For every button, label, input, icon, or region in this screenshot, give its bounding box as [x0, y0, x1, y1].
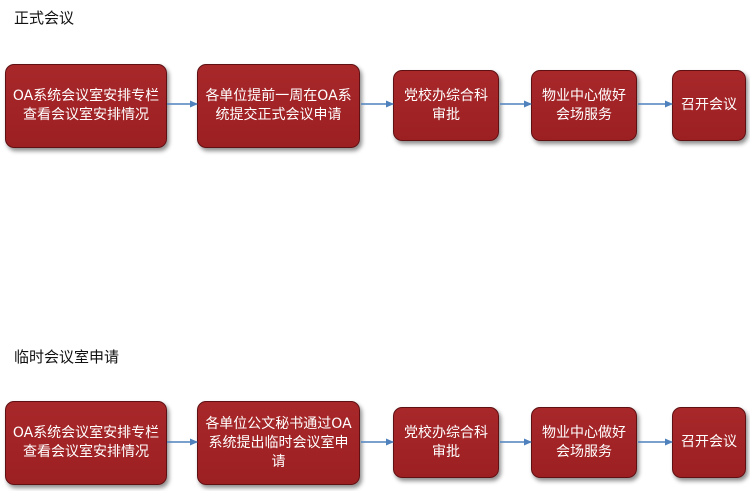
- flow-step-office-approval: 党校办综合科审批: [393, 70, 499, 141]
- flow-step-office-approval: 党校办综合科审批: [393, 407, 499, 478]
- flow-step-hold-meeting: 召开会议: [672, 407, 746, 478]
- flow-step-submit-temporary-application: 各单位公文秘书通过OA系统提出临时会议室申请: [197, 401, 360, 485]
- section-title-temporary-room-application: 临时会议室申请: [14, 348, 120, 366]
- section-title-formal-meeting: 正式会议: [14, 9, 75, 27]
- flow-step-check-room-schedule: OA系统会议室安排专栏查看会议室安排情况: [5, 401, 167, 485]
- flow-step-check-room-schedule: OA系统会议室安排专栏查看会议室安排情况: [5, 64, 167, 148]
- flow-step-hold-meeting: 召开会议: [672, 70, 746, 141]
- flow-step-venue-service: 物业中心做好会场服务: [531, 407, 637, 478]
